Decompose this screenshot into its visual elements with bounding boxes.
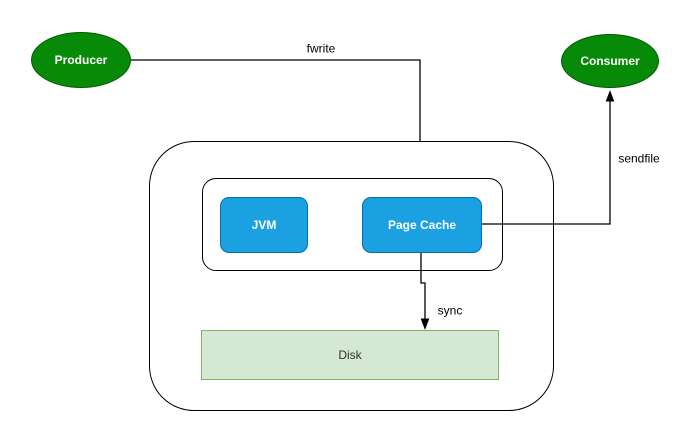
- jvm-label: JVM: [251, 218, 277, 232]
- edge-label-sync: sync: [436, 303, 464, 318]
- edge-label-sendfile: sendfile: [617, 151, 661, 166]
- sendfile-arrowhead-icon: [605, 90, 615, 102]
- edge-fwrite-path: [131, 59, 421, 141]
- producer-label: Producer: [54, 53, 108, 67]
- node-consumer: Consumer: [561, 34, 659, 88]
- node-disk: Disk: [201, 330, 499, 380]
- node-jvm: JVM: [220, 197, 308, 253]
- page-cache-label: Page Cache: [387, 218, 457, 232]
- disk-label: Disk: [338, 348, 362, 362]
- node-page-cache: Page Cache: [362, 197, 482, 253]
- consumer-label: Consumer: [580, 54, 640, 68]
- node-producer: Producer: [31, 32, 131, 88]
- edge-label-fwrite: fwrite: [305, 41, 337, 56]
